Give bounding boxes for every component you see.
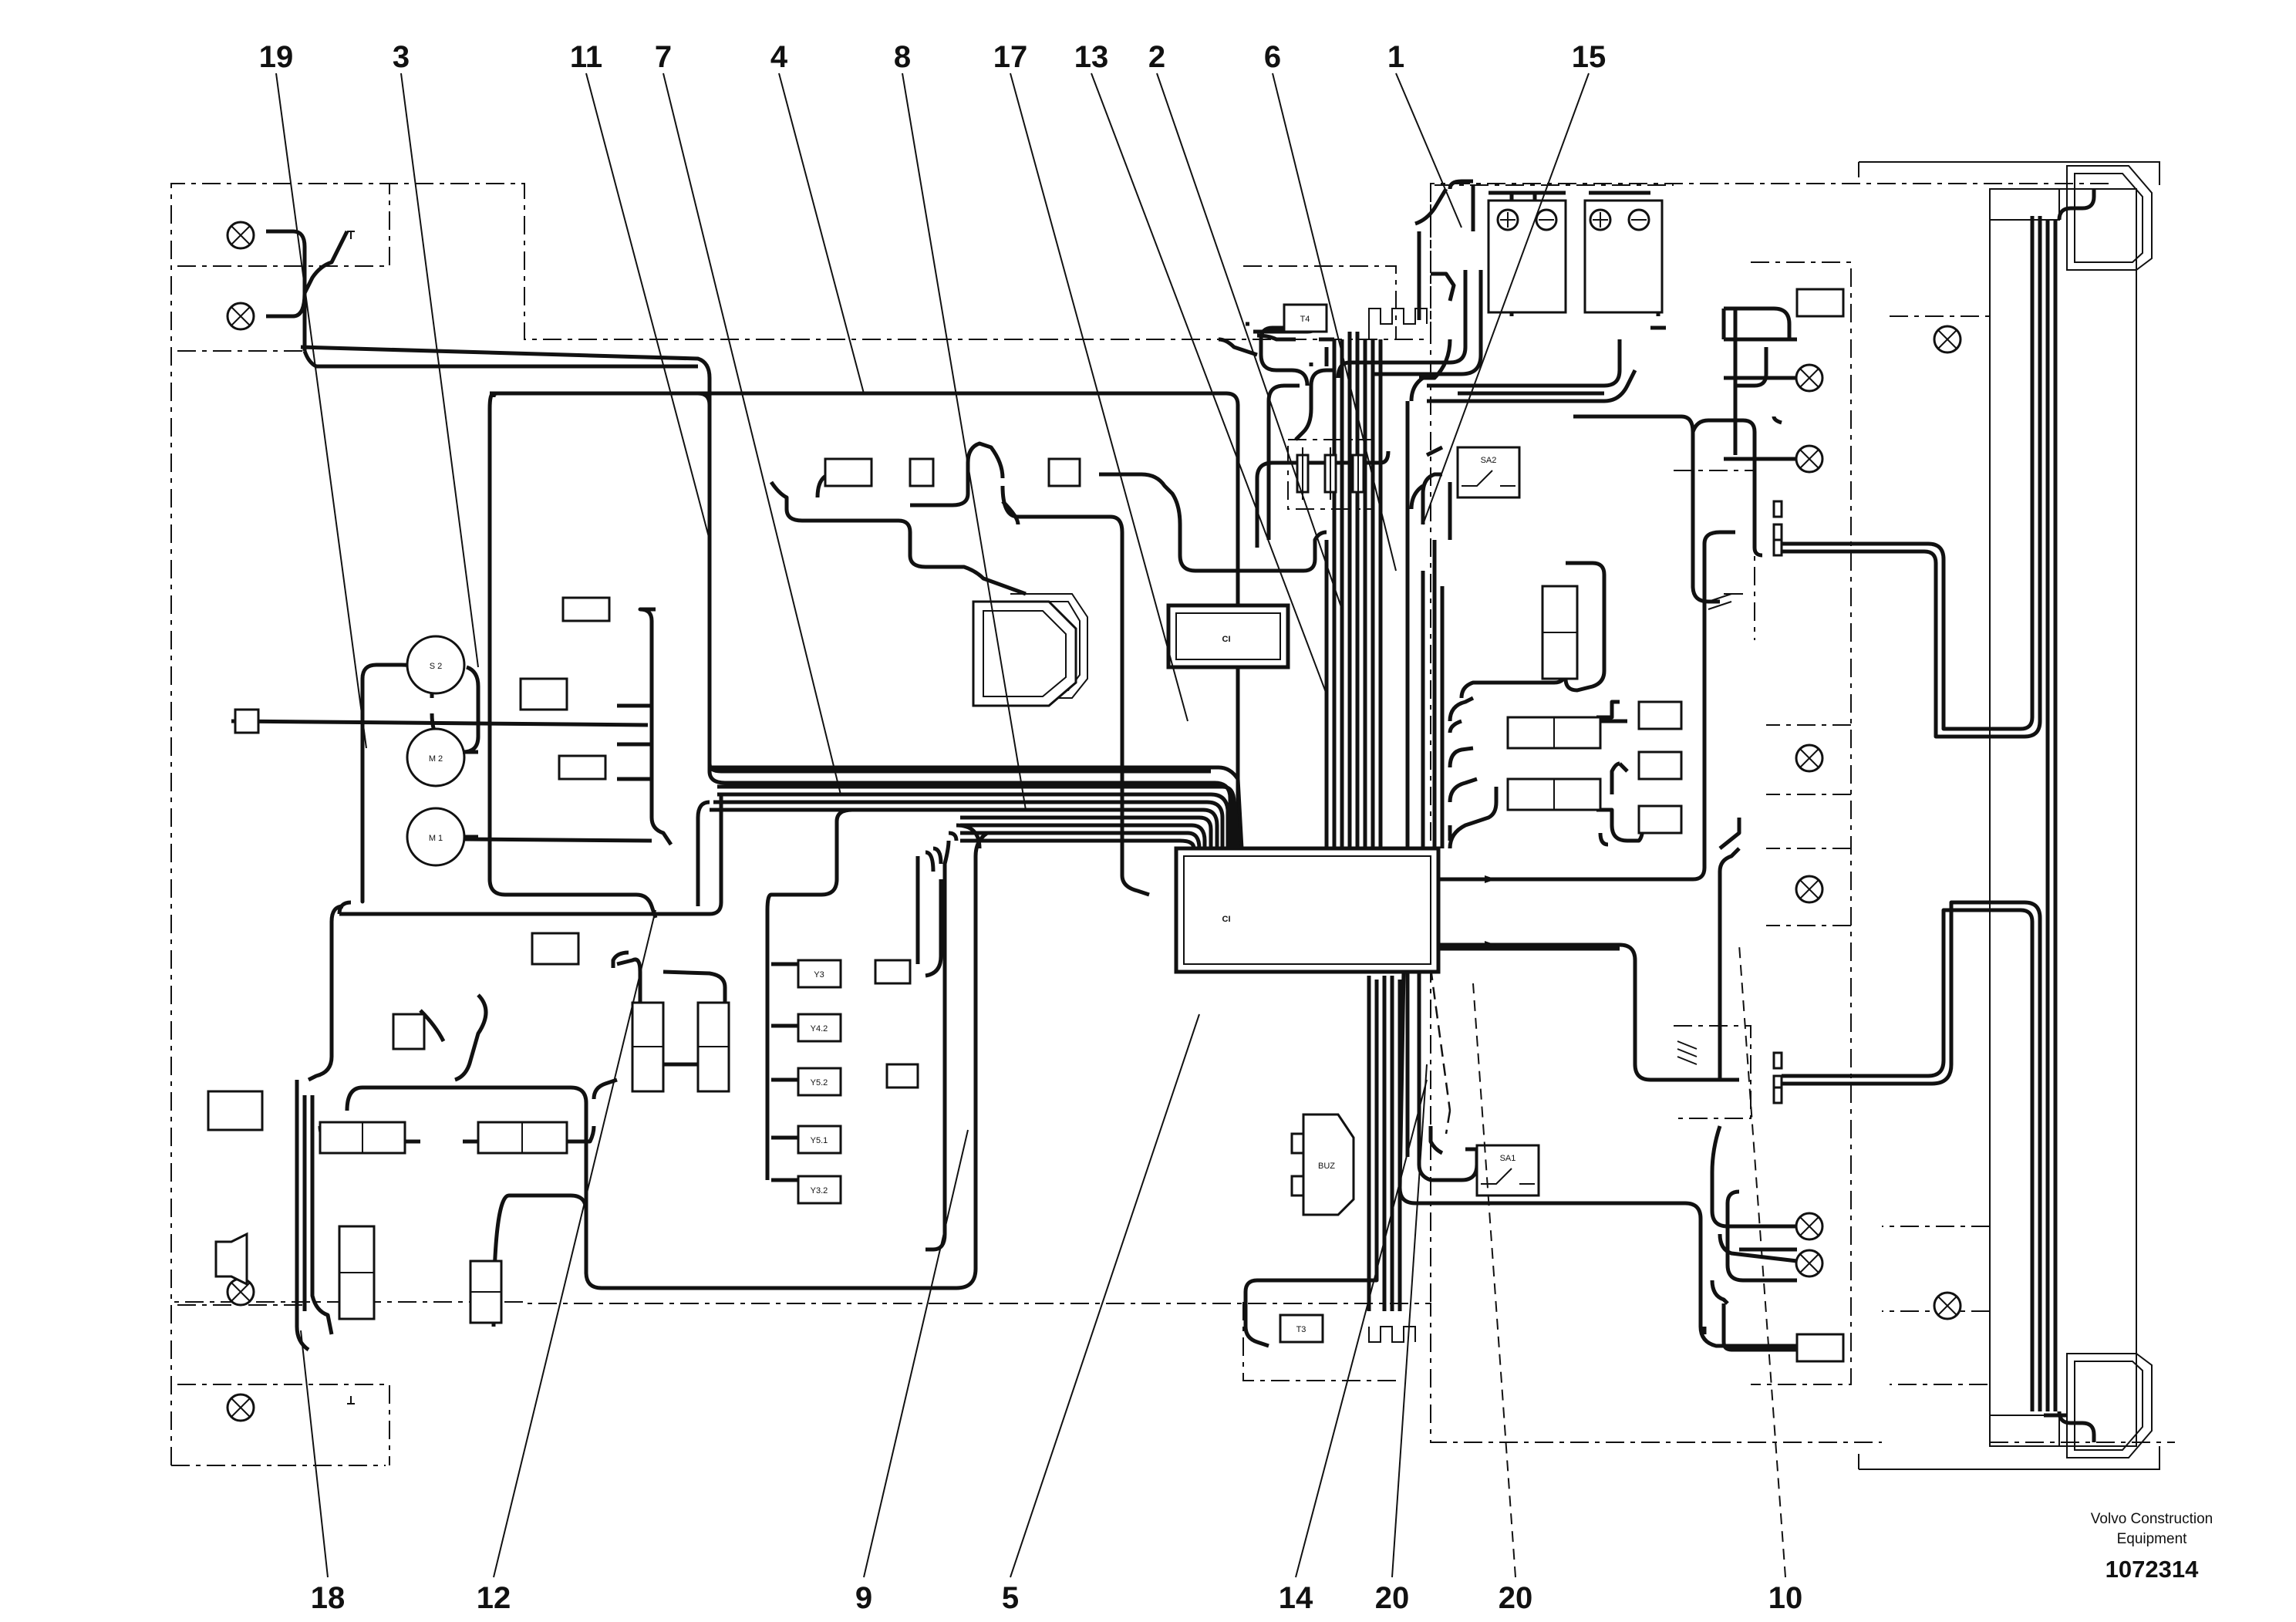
- valve-label-2: Y4.2: [811, 1024, 828, 1034]
- solenoid-valves: Y3 Y4.2 Y5.2 Y5.1 Y3.2: [797, 959, 842, 1205]
- valve-label-1: Y3: [814, 970, 824, 980]
- callout-7: 7: [655, 40, 672, 74]
- switch-sa2-label: SA2: [1481, 456, 1497, 465]
- components: Y3 Y4.2 Y5.2 Y5.1 Y3.2: [207, 231, 1845, 1404]
- callout-20b: 20: [1499, 1581, 1533, 1615]
- leader-lines: [275, 73, 1786, 1578]
- boundary-frames: [170, 183, 2175, 1466]
- lamp-right-1: [1795, 363, 1824, 393]
- callout-20a: 20: [1375, 1581, 1410, 1615]
- caption-block: Volvo Construction Equipment 1072314: [2091, 1511, 2213, 1583]
- lamp-right-4: [1795, 875, 1824, 904]
- valve-label-5: Y3.2: [811, 1186, 828, 1195]
- sensor-t3-label: T3: [1296, 1325, 1306, 1334]
- gauge-s2-label: S 2: [430, 662, 443, 671]
- cab-outline: [1010, 161, 2160, 1470]
- secondary-control-unit-label: CI: [1222, 635, 1231, 644]
- ecu-connector: [972, 600, 1077, 707]
- callout-14: 14: [1279, 1581, 1313, 1615]
- lamp-right-top-far: [1933, 325, 1962, 354]
- callout-8: 8: [894, 40, 911, 74]
- switch-sa1-label: SA1: [1500, 1154, 1516, 1163]
- callouts-top: 19 3 11 7 4 8 17 13 2 6 1 15: [259, 40, 1607, 74]
- gauge-m2: [406, 727, 466, 787]
- callouts-bottom: 18 12 9 5 14 20 20 10: [311, 1581, 1803, 1615]
- callout-1: 1: [1387, 40, 1404, 74]
- dashed-signal-lines: [1429, 967, 1451, 1135]
- secondary-control-unit: CI: [1166, 603, 1290, 669]
- sensor-t3: T3: [1279, 1313, 1324, 1344]
- callout-18: 18: [311, 1581, 346, 1615]
- horn: [214, 1232, 248, 1286]
- valve-label-3: Y5.2: [811, 1078, 828, 1088]
- lamp-right-bottom-far: [1933, 1291, 1962, 1320]
- gauges: S 2 M 2 M 1: [406, 635, 480, 867]
- document-number: 1072314: [2106, 1556, 2199, 1583]
- switch-sa2: SA2: [1456, 446, 1521, 499]
- sensor-t4: T4: [1283, 303, 1328, 333]
- gauge-s2: [406, 635, 466, 695]
- gauge-m2-label: M 2: [429, 754, 443, 764]
- fuse-block: [1287, 439, 1374, 510]
- buzzer: BUZ: [1290, 1113, 1355, 1216]
- caption-line-2: Equipment: [2117, 1531, 2188, 1547]
- lamp-right-6: [1795, 1249, 1824, 1278]
- lamp-left-bottom-1: [226, 1277, 255, 1307]
- lamp-left-bottom-2: [226, 1393, 255, 1422]
- callout-5: 5: [1002, 1581, 1019, 1615]
- buzzer-label: BUZ: [1318, 1162, 1335, 1171]
- callout-6: 6: [1264, 40, 1281, 74]
- callout-15: 15: [1572, 40, 1607, 74]
- lamps: [226, 221, 1962, 1422]
- main-control-unit-label: CI: [1222, 915, 1231, 924]
- callout-10: 10: [1768, 1581, 1803, 1615]
- callout-12: 12: [477, 1581, 511, 1615]
- callout-9: 9: [855, 1581, 872, 1615]
- sensor-t4-label: T4: [1300, 315, 1310, 324]
- lamp-right-2: [1795, 444, 1824, 474]
- callout-11: 11: [570, 40, 602, 74]
- lamp-left-top-1: [226, 221, 255, 250]
- valve-label-4: Y5.1: [811, 1136, 828, 1145]
- wiring-harness: [231, 179, 2096, 1442]
- callout-13: 13: [1074, 40, 1109, 74]
- battery: [1487, 199, 1664, 314]
- callout-17: 17: [993, 40, 1028, 74]
- lamp-right-5: [1795, 1212, 1824, 1241]
- switch-sa1: SA1: [1475, 1144, 1540, 1197]
- callout-2: 2: [1148, 40, 1165, 74]
- lamp-left-top-2: [226, 302, 255, 331]
- gauge-m1-label: M 1: [429, 834, 443, 843]
- lamp-right-3: [1795, 744, 1824, 773]
- callout-4: 4: [770, 40, 788, 74]
- callout-3: 3: [393, 40, 410, 74]
- main-control-unit: CI: [1174, 846, 1441, 974]
- callout-19: 19: [259, 40, 294, 74]
- caption-line-1: Volvo Construction: [2091, 1511, 2213, 1527]
